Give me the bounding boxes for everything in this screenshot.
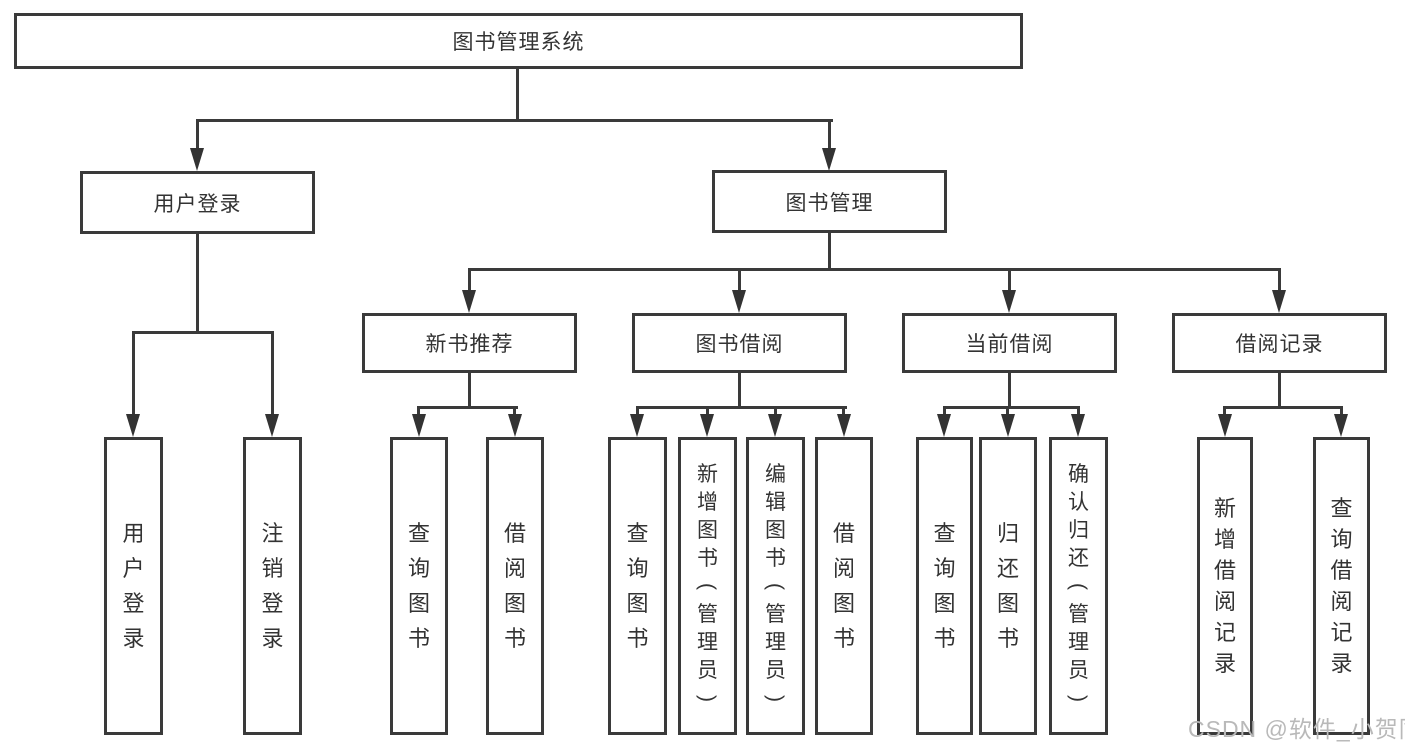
connector-line	[196, 234, 199, 333]
connector-line	[468, 268, 1281, 271]
node-label: 查询图书	[626, 520, 649, 651]
node-label: 查询图书	[933, 520, 956, 651]
arrow-down-icon	[190, 148, 204, 171]
connector-line	[468, 271, 471, 291]
leaf-borrow-books-recommend: 借阅图书	[486, 437, 544, 735]
arrow-down-icon	[1334, 414, 1348, 437]
arrow-down-icon	[412, 414, 426, 437]
arrow-down-icon	[462, 290, 476, 313]
node-label: 用户登录	[153, 192, 242, 216]
connector-line	[513, 409, 516, 415]
leaf-confirm-return-admin: 确认归还(管理员)	[1049, 437, 1108, 735]
connector-line	[196, 122, 199, 149]
leaf-add-books-admin: 新增图书(管理员)	[678, 437, 737, 735]
node-label: 当前借阅	[965, 333, 1054, 356]
node-label: 图书借阅	[695, 333, 784, 356]
watermark-text: CSDN @软件_小贺同学	[1188, 716, 1405, 742]
arrow-down-icon	[1001, 414, 1015, 437]
node-label: 查询借阅记录	[1330, 495, 1353, 676]
connector-line	[132, 331, 274, 334]
connector-line	[706, 409, 709, 415]
node-label: 借阅图书	[832, 520, 855, 651]
connector-line	[1008, 271, 1011, 291]
connector-line	[1223, 409, 1226, 415]
node-label: 用户登录	[122, 520, 145, 651]
leaf-add-borrow-record: 新增借阅记录	[1197, 437, 1253, 735]
node-label: 新增借阅记录	[1213, 495, 1236, 676]
connector-line	[1006, 409, 1009, 415]
node-label: 图书管理	[785, 191, 874, 215]
leaf-return-books: 归还图书	[979, 437, 1037, 735]
connector-line	[943, 409, 946, 415]
arrow-down-icon	[1071, 414, 1085, 437]
node-borrowing-records: 借阅记录	[1172, 313, 1387, 373]
arrow-down-icon	[822, 148, 836, 171]
arrow-down-icon	[1272, 290, 1286, 313]
connector-line	[636, 409, 639, 415]
connector-line	[271, 334, 274, 415]
connector-line	[468, 373, 471, 409]
node-current-borrowing: 当前借阅	[902, 313, 1117, 373]
connector-line	[828, 233, 831, 270]
connector-line	[636, 406, 847, 409]
connector-line	[738, 373, 741, 409]
node-user-login: 用户登录	[80, 171, 315, 234]
connector-line	[1278, 373, 1281, 409]
leaf-borrow-books: 借阅图书	[815, 437, 873, 735]
leaf-query-borrow-record: 查询借阅记录	[1313, 437, 1370, 735]
connector-line	[417, 406, 518, 409]
arrow-down-icon	[732, 290, 746, 313]
leaf-query-books-borrowing: 查询图书	[608, 437, 667, 735]
connector-line	[1278, 271, 1281, 291]
node-label: 图书管理系统	[452, 31, 585, 54]
arrow-down-icon	[937, 414, 951, 437]
node-label: 归还图书	[996, 520, 1019, 651]
node-label: 确认归还(管理员)	[1067, 462, 1090, 702]
node-book-borrowing: 图书借阅	[632, 313, 847, 373]
arrow-down-icon	[1218, 414, 1232, 437]
node-label: 借阅记录	[1235, 333, 1324, 356]
leaf-query-books-current: 查询图书	[916, 437, 973, 735]
connector-line	[196, 119, 833, 122]
node-book-management: 图书管理	[712, 170, 947, 233]
arrow-down-icon	[837, 414, 851, 437]
arrow-down-icon	[768, 414, 782, 437]
node-label: 查询图书	[407, 520, 430, 651]
leaf-logout: 注销登录	[243, 437, 302, 735]
connector-line	[842, 409, 845, 415]
node-label: 新书推荐	[425, 333, 514, 356]
connector-line	[738, 271, 741, 291]
node-label: 编辑图书(管理员)	[764, 462, 787, 702]
leaf-query-books-recommend: 查询图书	[390, 437, 448, 735]
connector-line	[1077, 409, 1080, 415]
connector-line	[1223, 406, 1343, 409]
node-label: 注销登录	[261, 520, 284, 651]
arrow-down-icon	[1002, 290, 1016, 313]
arrow-down-icon	[508, 414, 522, 437]
connector-line	[1008, 373, 1011, 409]
leaf-edit-books-admin: 编辑图书(管理员)	[746, 437, 805, 735]
arrow-down-icon	[265, 414, 279, 437]
connector-line	[943, 406, 1080, 409]
node-new-book-recommendation: 新书推荐	[362, 313, 577, 373]
arrow-down-icon	[630, 414, 644, 437]
leaf-user-login: 用户登录	[104, 437, 163, 735]
connector-line	[1340, 409, 1343, 415]
node-label: 借阅图书	[503, 520, 526, 651]
arrow-down-icon	[126, 414, 140, 437]
connector-line	[132, 334, 135, 415]
node-label: 新增图书(管理员)	[696, 462, 719, 702]
connector-line	[516, 69, 519, 120]
arrow-down-icon	[700, 414, 714, 437]
connector-line	[417, 409, 420, 415]
node-book-management-system: 图书管理系统	[14, 13, 1023, 69]
connector-line	[774, 409, 777, 415]
connector-line	[828, 122, 831, 149]
